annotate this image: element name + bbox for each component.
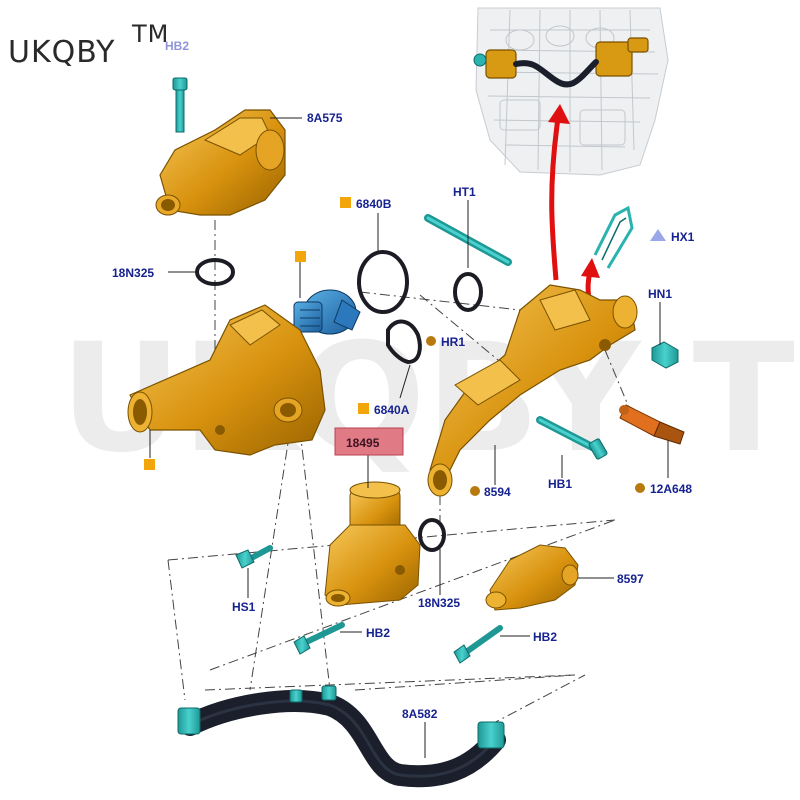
- label-18n325-top: 18N325: [112, 266, 154, 280]
- part-8597-housing: [485, 544, 579, 611]
- ring-hr1: [453, 272, 483, 312]
- label-hx1: HX1: [671, 230, 695, 244]
- brand-logo: UKQBY TM: [8, 20, 169, 70]
- circle-marker-icon: [635, 483, 645, 493]
- square-marker-icon: [295, 251, 306, 262]
- hose-8a582: [177, 685, 506, 788]
- label-hb2-mid: HB2: [366, 626, 390, 640]
- label-hn1: HN1: [648, 287, 672, 301]
- square-marker-icon: [358, 403, 369, 414]
- sensor-12a648: [619, 404, 685, 445]
- thermostat-housing-left: [127, 304, 326, 456]
- nut-hn1: [651, 341, 679, 369]
- label-6840b: 6840B: [356, 197, 392, 211]
- bolt-hb1: [536, 416, 608, 460]
- part-8a575-housing: [155, 109, 286, 216]
- bolt-hb2-right: [453, 625, 503, 664]
- ring-18n325-top: [195, 258, 235, 286]
- seal-6840a: [386, 319, 422, 365]
- label-hb2-top: HB2: [165, 39, 189, 53]
- triangle-marker-icon: [650, 229, 666, 241]
- label-ht1: HT1: [453, 185, 476, 199]
- bolt-hb2-mid: [293, 622, 345, 655]
- label-12a648: 12A648: [650, 482, 692, 496]
- bolt-hb2-top: [172, 77, 188, 133]
- circle-marker-icon: [470, 486, 480, 496]
- circle-marker-icon: [426, 336, 436, 346]
- stud-hs1: [235, 545, 273, 569]
- label-hr1: HR1: [441, 335, 465, 349]
- leader-lines: [149, 117, 669, 758]
- label-hb1: HB1: [548, 477, 572, 491]
- square-marker-icon: [340, 197, 351, 208]
- label-hb2-right: HB2: [533, 630, 557, 644]
- square-marker-icon: [144, 459, 155, 470]
- brand-tm: TM: [131, 20, 169, 48]
- label-hs1: HS1: [232, 600, 256, 614]
- engine-illustration: [473, 7, 669, 176]
- brand-text: UKQBY: [8, 35, 116, 70]
- label-8594: 8594: [484, 485, 511, 499]
- label-18n325-bottom: 18N325: [418, 596, 460, 610]
- label-8597: 8597: [617, 572, 644, 586]
- label-6840a: 6840A: [374, 403, 410, 417]
- part-18495-pump: [324, 481, 421, 607]
- label-8a582: 8A582: [402, 707, 438, 721]
- ring-18n325-bottom: [418, 518, 446, 552]
- ring-6840b: [357, 250, 409, 314]
- label-18495: 18495: [346, 436, 380, 450]
- thermostat-blue: [293, 289, 361, 335]
- label-8a575: 8A575: [307, 111, 343, 125]
- highlight-box-18495: [334, 427, 404, 456]
- part-8594-housing: [427, 284, 638, 497]
- clip-hx1: [593, 205, 634, 269]
